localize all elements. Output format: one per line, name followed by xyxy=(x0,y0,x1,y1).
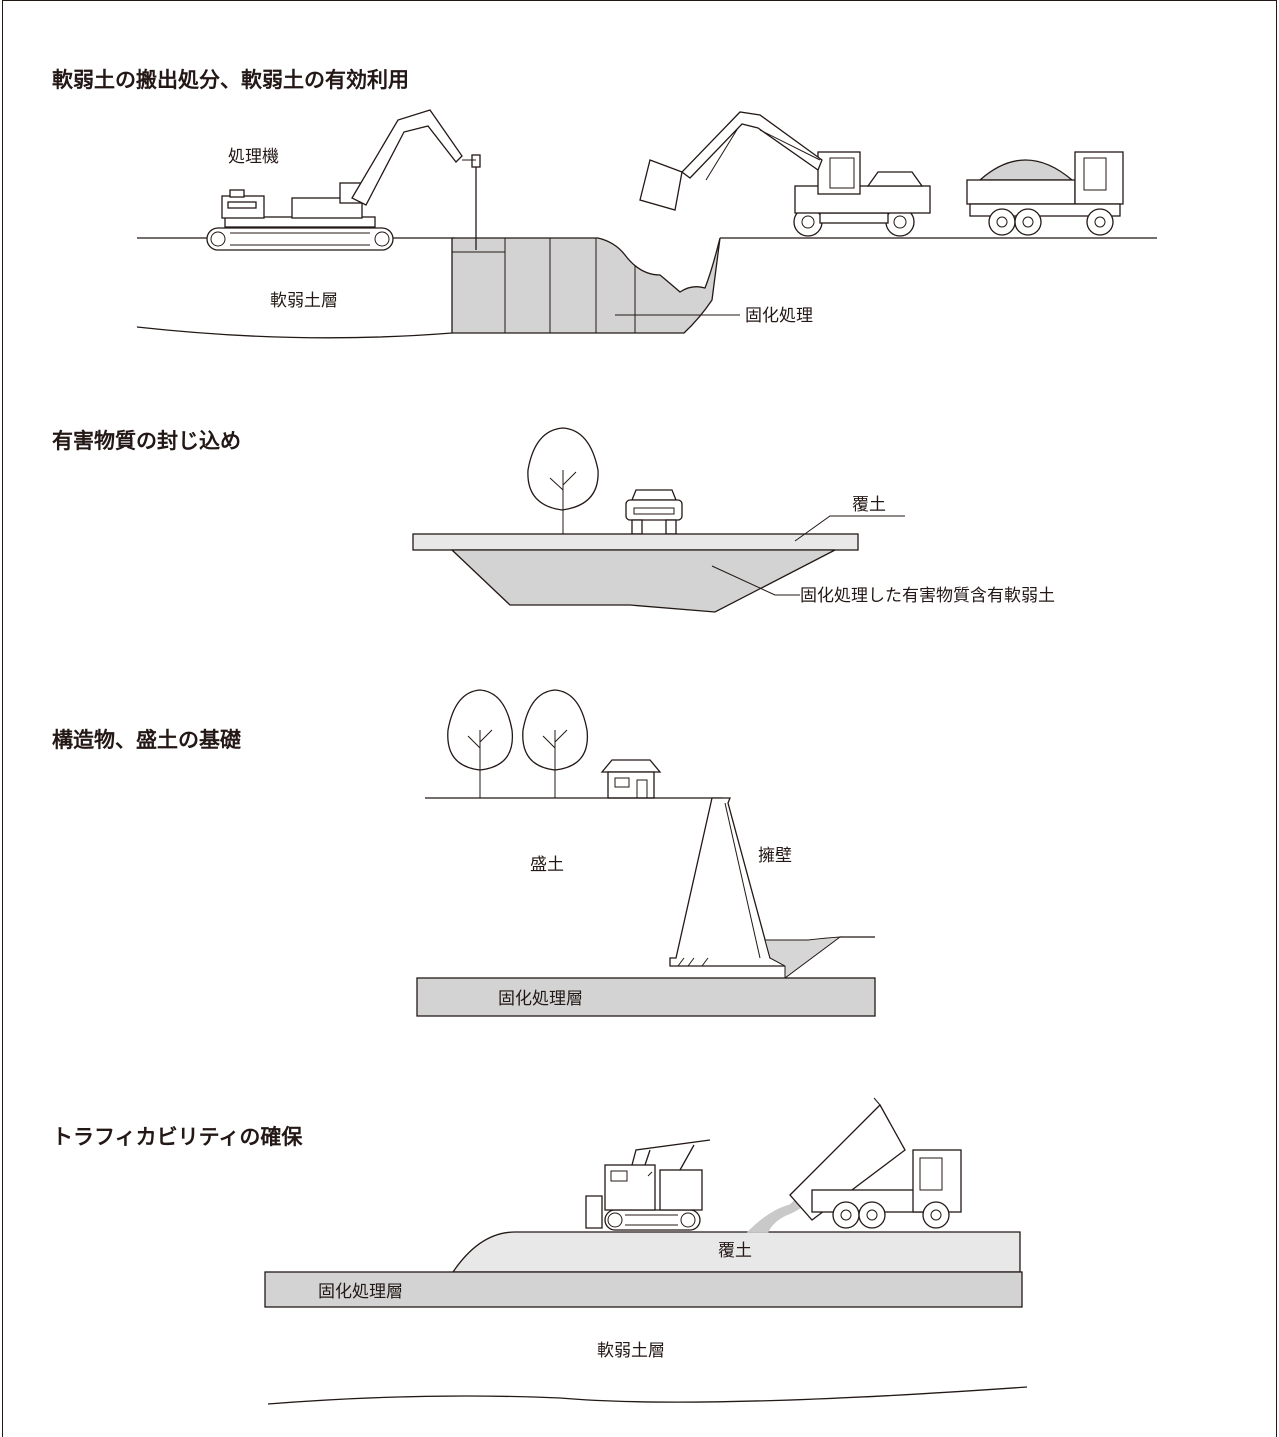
treated-hazard-zone xyxy=(450,549,836,613)
label-solidified: 固化処理 xyxy=(745,306,813,326)
section-4-title: トラフィカビリティの確保 xyxy=(52,1125,303,1149)
treated-layer-3 xyxy=(416,977,876,1017)
processing-machine-icon xyxy=(206,109,481,251)
label-soft-layer-4: 軟弱土層 xyxy=(597,1341,665,1361)
section-3-title: 構造物、盛土の基礎 xyxy=(52,728,241,752)
dump-truck-loaded-icon xyxy=(966,151,1124,236)
label-treated-layer-4: 固化処理層 xyxy=(318,1282,403,1302)
treated-hazard-leader xyxy=(711,565,800,596)
label-soft-layer-1: 軟弱土層 xyxy=(270,291,338,311)
cover-soil-leader xyxy=(794,515,905,542)
dump-truck-tipping-icon xyxy=(789,1097,962,1229)
retaining-wall-inner xyxy=(724,802,761,959)
label-treated-layer-3: 固化処理層 xyxy=(498,989,583,1009)
treated-layer-4 xyxy=(264,1271,1023,1308)
label-cover-soil-4: 覆土 xyxy=(718,1241,752,1261)
label-embankment: 盛土 xyxy=(530,855,564,875)
section-1-title: 軟弱土の搬出処分、軟弱土の有効利用 xyxy=(52,68,409,92)
gravel-fill xyxy=(764,936,842,979)
excavator-icon xyxy=(639,111,931,237)
cover-soil-band xyxy=(412,533,859,551)
tree-icon xyxy=(527,427,599,535)
soft-layer-bottom-4 xyxy=(267,1386,1028,1405)
tree-icon-a xyxy=(447,689,514,798)
label-retaining-wall: 擁壁 xyxy=(758,846,792,866)
section-soft-soil-disposal: 軟弱土の搬出処分、軟弱土の有効利用 固化処理 軟弱土層 処理機 xyxy=(52,68,1157,339)
soft-layer-bottom xyxy=(136,326,453,339)
bulldozer-icon xyxy=(585,1139,711,1231)
solidified-columns xyxy=(504,238,636,333)
tree-icon-b xyxy=(522,689,589,798)
label-treated-hazard: 固化処理した有害物質含有軟弱土 xyxy=(800,586,1055,606)
section-structure-foundation: 構造物、盛土の基礎 盛土 擁壁 固化処理層 xyxy=(52,689,876,1017)
solidified-zone xyxy=(451,237,721,334)
house-icon xyxy=(600,759,662,799)
section-hazard-containment: 有害物質の封じ込め 覆土 固化処理した有害物質含有軟弱土 xyxy=(52,427,1055,613)
cover-soil-mound xyxy=(451,1231,1021,1273)
label-cover-soil-2: 覆土 xyxy=(852,495,886,515)
label-machine: 処理機 xyxy=(228,147,279,167)
section-trafficability: トラフィカビリティの確保 xyxy=(52,1097,1028,1405)
wall-base-hatch xyxy=(677,957,709,967)
section-2-title: 有害物質の封じ込め xyxy=(52,429,241,453)
car-icon xyxy=(625,489,683,535)
